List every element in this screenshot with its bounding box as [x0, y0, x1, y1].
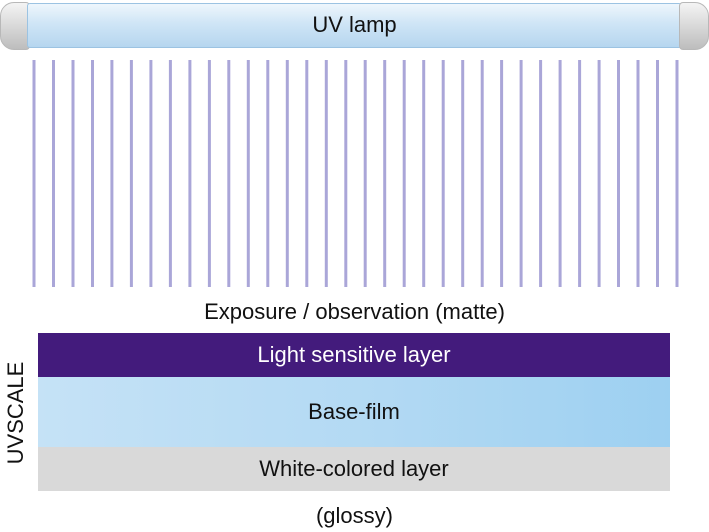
uv-lamp-label: UV lamp: [312, 12, 397, 37]
white-colored-layer-label: White-colored layer: [259, 456, 449, 481]
base-film-layer: Base-film: [38, 377, 670, 447]
light-sensitive-layer: Light sensitive layer: [38, 333, 670, 377]
light-sensitive-layer-label: Light sensitive layer: [257, 342, 451, 367]
base-film-layer-label: Base-film: [308, 399, 400, 424]
lamp-left-end-cap: [0, 2, 30, 50]
lamp-right-end-cap: [679, 2, 709, 50]
white-colored-layer: White-colored layer: [38, 447, 670, 491]
lamp-tube: [27, 3, 682, 48]
uvscale-side-label: UVSCALE: [3, 361, 28, 465]
glossy-label: (glossy): [315, 503, 393, 528]
uv-lamp: UV lamp: [0, 0, 709, 52]
exposure-label: Exposure / observation (matte): [204, 299, 505, 324]
uv-rays: [32, 60, 679, 287]
uvscale-layer-stack: Light sensitive layer Base-film White-co…: [38, 333, 670, 491]
